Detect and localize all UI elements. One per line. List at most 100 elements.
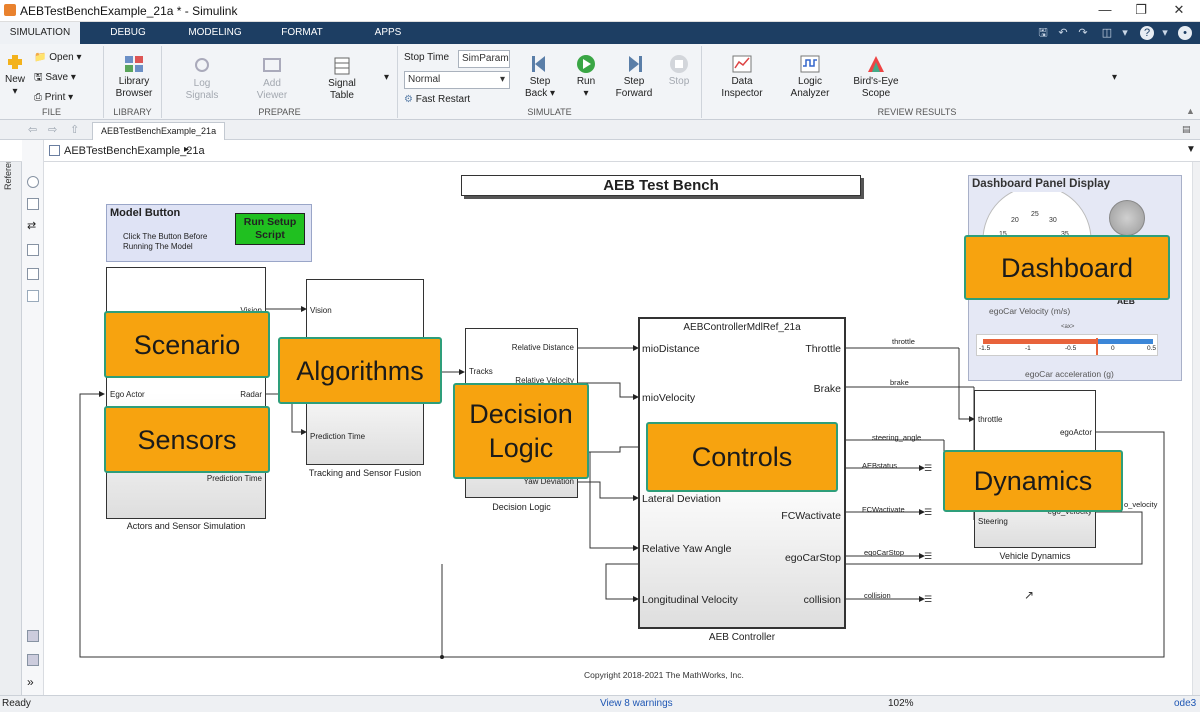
- dashboard-title: Dashboard Panel Display: [972, 178, 1111, 190]
- help-icon[interactable]: ?: [1140, 26, 1154, 40]
- tab-debug[interactable]: DEBUG: [110, 27, 146, 38]
- add-label-2: Viewer: [256, 90, 288, 101]
- close-button[interactable]: ✕: [1173, 2, 1185, 17]
- undo-icon[interactable]: ↶: [1058, 27, 1068, 39]
- simulate-section: Stop Time SimParam Normal▾ ⚙ Fast Restar…: [398, 46, 702, 118]
- chevron-down-icon[interactable]: ▾: [1162, 27, 1168, 39]
- annotation-icon[interactable]: [27, 244, 39, 256]
- acceleration-bar-gauge[interactable]: -1.5 -1 -0.5 0 0.5: [976, 334, 1158, 356]
- status-bar: Ready View 8 warnings 102% ode3: [0, 695, 1200, 712]
- chevron-down-icon[interactable]: ▼: [1186, 144, 1196, 155]
- open-button[interactable]: 📁 Open ▾: [34, 52, 82, 63]
- tab-menu-icon[interactable]: ▤: [1182, 124, 1191, 134]
- table-label-1: Signal: [328, 78, 356, 89]
- new-label: New: [4, 74, 25, 85]
- step-forward-label-1: Step: [623, 76, 645, 87]
- actors-sensor-simulation-block[interactable]: Vision Ego Actor Radar Prediction Time: [106, 267, 266, 519]
- tab-apps[interactable]: APPS: [374, 27, 402, 38]
- tracking-block-label: Tracking and Sensor Fusion: [308, 468, 422, 478]
- step-back-label-1: Step: [529, 76, 551, 87]
- minimize-button[interactable]: —: [1098, 2, 1112, 17]
- expand-icon[interactable]: »: [27, 675, 34, 689]
- save-button[interactable]: 🖫 Save ▾: [34, 72, 76, 83]
- tab-modeling[interactable]: MODELING: [188, 27, 242, 38]
- callout-sensors: Sensors: [104, 406, 270, 473]
- arrow-icon[interactable]: ⇄: [27, 220, 37, 232]
- run-button[interactable]: Run▾: [568, 54, 604, 100]
- zoom-icon[interactable]: [27, 176, 39, 188]
- chevron-right-icon[interactable]: ▸: [184, 144, 190, 155]
- signal-label: o_velocity: [1124, 500, 1158, 509]
- breadcrumb[interactable]: AEBTestBenchExample_21a: [64, 145, 205, 157]
- options-icon[interactable]: •: [1178, 26, 1192, 40]
- terminator-icon: ☰: [924, 463, 933, 473]
- solver-link[interactable]: ode3: [1174, 698, 1197, 709]
- collapse-ribbon-icon[interactable]: ▲: [1186, 106, 1195, 116]
- model-canvas[interactable]: AEB Test Bench Model Button Click The Bu…: [44, 162, 1192, 695]
- add-label-1: Add: [263, 78, 281, 89]
- port-collision: collision: [803, 594, 841, 606]
- library-caption: LIBRARY: [113, 107, 152, 117]
- run-icon: [577, 55, 595, 73]
- gauge-tick-label: 15: [999, 231, 1007, 238]
- window-title: AEBTestBenchExample_21a * - Simulink: [20, 4, 238, 18]
- aeb-status-lamp: [1109, 200, 1145, 236]
- up-arrow-icon[interactable]: ⇧: [70, 124, 80, 136]
- image-icon[interactable]: [27, 268, 39, 280]
- switch-window-icon[interactable]: ◫: [1101, 27, 1113, 39]
- back-arrow-icon[interactable]: ⇦: [28, 124, 38, 136]
- port-steering-in: Steering: [978, 517, 1008, 526]
- fast-restart-toggle[interactable]: ⚙ Fast Restart: [404, 92, 470, 108]
- port-brake: Brake: [813, 383, 841, 395]
- save-icon[interactable]: 🖫: [1038, 27, 1048, 39]
- acceleration-needle: [1095, 338, 1098, 355]
- print-button[interactable]: ⎙ Print ▾: [34, 92, 74, 103]
- save-icon: 🖫: [34, 72, 43, 83]
- run-setup-label-2: Script: [255, 229, 285, 241]
- callout-decision-line-1: Decision: [469, 399, 573, 429]
- port-ego-car-stop: egoCarStop: [784, 552, 841, 564]
- simulate-caption: SIMULATE: [527, 107, 572, 117]
- port-prediction-time: Prediction Time: [206, 474, 262, 483]
- tab-format[interactable]: FORMAT: [281, 27, 323, 38]
- maximize-button[interactable]: ❐: [1135, 2, 1147, 17]
- new-button[interactable]: New▾: [2, 52, 28, 98]
- area-icon[interactable]: [27, 290, 39, 302]
- simulation-mode-select[interactable]: Normal▾: [404, 71, 510, 89]
- library-browser-label-2: Browser: [115, 88, 153, 99]
- port-vision-in: Vision: [310, 306, 332, 315]
- vertical-scrollbar[interactable]: [1192, 162, 1200, 695]
- camera-icon[interactable]: [27, 630, 39, 642]
- chevron-down-icon[interactable]: ▾: [1112, 72, 1118, 83]
- property-inspector-icon[interactable]: [27, 654, 39, 666]
- model-document-tab[interactable]: AEBTestBenchExample_21a: [92, 122, 226, 140]
- stop-time-input[interactable]: SimParam: [458, 50, 510, 68]
- chevron-down-icon[interactable]: ▾: [1122, 27, 1128, 39]
- tab-simulation[interactable]: SIMULATION: [0, 22, 80, 44]
- gauge-tick-label: 35: [1061, 231, 1069, 238]
- status-text: Ready: [2, 698, 31, 709]
- stop-button[interactable]: Stop: [662, 54, 696, 88]
- fit-view-icon[interactable]: [27, 198, 39, 210]
- port-fcw-activate: FCWactivate: [781, 510, 841, 522]
- redo-icon[interactable]: ↷: [1078, 27, 1088, 39]
- fast-restart-label: Fast Restart: [415, 94, 471, 105]
- chevron-down-icon[interactable]: ▾: [384, 72, 390, 83]
- forward-arrow-icon[interactable]: ⇨: [48, 124, 58, 136]
- speedometer-gauge[interactable]: 15 20 25 30 35: [977, 192, 1097, 240]
- logic-analyzer-label-2: Analyzer: [790, 88, 830, 99]
- view-warnings-link[interactable]: View 8 warnings: [600, 698, 673, 709]
